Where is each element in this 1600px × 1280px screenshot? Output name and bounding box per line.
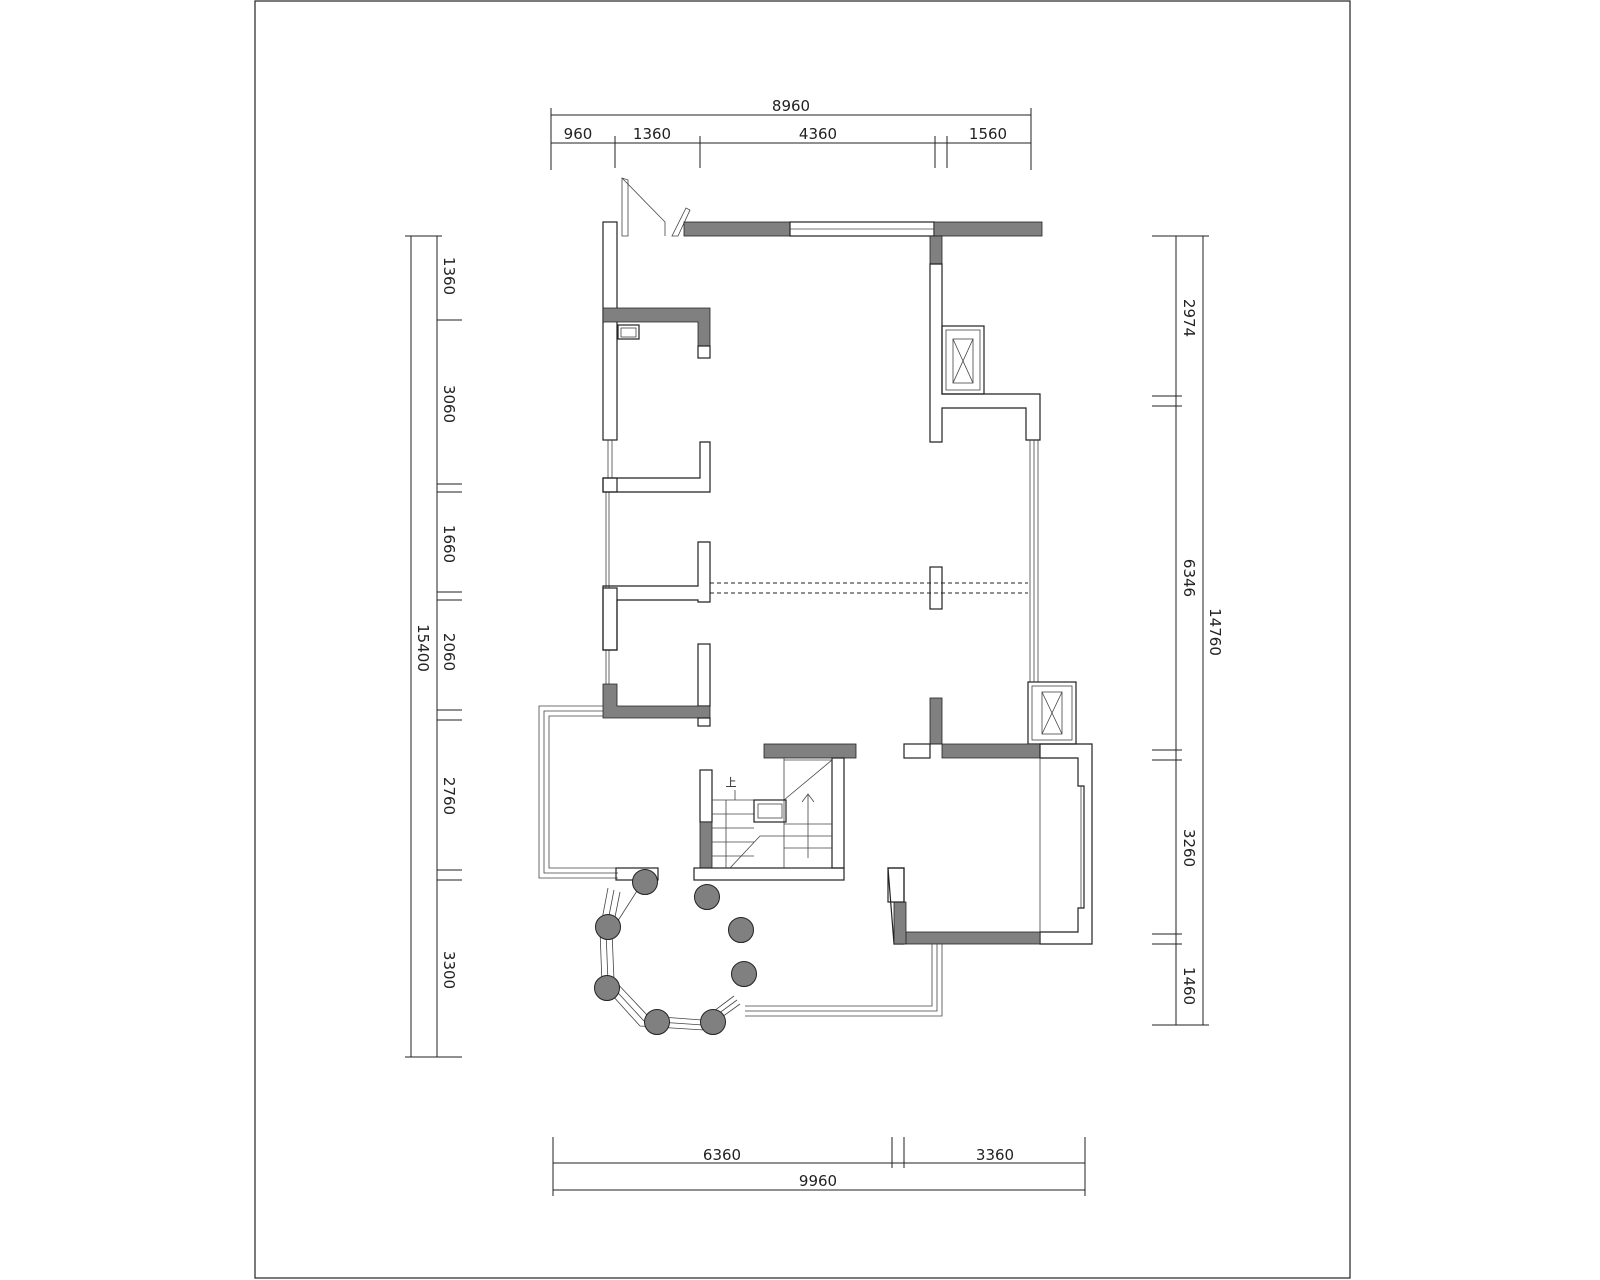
balcony-column-2 <box>694 884 720 910</box>
bottom-dimension-1: 6360 <box>703 1146 741 1164</box>
left-dimension-3: 1660 <box>440 525 458 563</box>
bottom-dimension-2: 3360 <box>976 1146 1014 1164</box>
balcony-column-6 <box>594 975 620 1001</box>
left-wall-upper <box>602 221 618 441</box>
sink-fixture <box>617 324 640 340</box>
staircase: 上 <box>693 743 857 881</box>
right-room-wall-bottom <box>893 931 1041 945</box>
right-dimension-4: 1460 <box>1180 967 1198 1005</box>
right-dimension-2: 6346 <box>1180 559 1198 597</box>
entry-door <box>621 177 691 237</box>
balcony-column-7 <box>644 1009 670 1035</box>
stair-up-label: 上 <box>726 776 737 789</box>
lower-left-corner-wall <box>602 683 711 719</box>
balcony-column-3 <box>595 914 621 940</box>
bottom-total-dimension: 9960 <box>799 1172 837 1190</box>
left-dimension-6: 3300 <box>440 951 458 989</box>
mid-left-wall-2 <box>602 541 711 651</box>
drawing-frame <box>254 0 1351 1279</box>
center-column <box>929 566 943 610</box>
top-total-dimension: 8960 <box>772 97 810 115</box>
left-dimension-1: 1360 <box>440 257 458 295</box>
top-dimension-3: 4360 <box>799 125 837 143</box>
balcony-column-1 <box>632 869 658 895</box>
top-dimension-chain: 8960 960 1360 4360 1560 <box>550 97 1032 170</box>
floor-plan: 上 <box>538 177 1093 1035</box>
lower-right-balcony-railing <box>745 944 943 1017</box>
left-dimension-4: 2060 <box>440 633 458 671</box>
right-core-wall <box>929 235 943 265</box>
mid-left-wall-1 <box>602 441 711 493</box>
lower-shaft <box>1027 681 1077 745</box>
left-dimension-2: 3060 <box>440 385 458 423</box>
left-balcony-railing <box>538 705 618 879</box>
balcony-column-8 <box>700 1009 726 1035</box>
bottom-dimension-chain: 6360 3360 9960 <box>552 1137 1086 1196</box>
top-dimension-2: 1360 <box>633 125 671 143</box>
right-dimension-1: 2974 <box>1180 299 1198 337</box>
right-dimension-chain: 14760 2974 6346 3260 1460 <box>1152 235 1224 1026</box>
left-dimension-5: 2760 <box>440 777 458 815</box>
right-total-dimension: 14760 <box>1206 608 1224 656</box>
right-room-bay-window <box>1039 743 1093 945</box>
left-total-dimension: 15400 <box>414 624 432 672</box>
upper-shaft <box>941 325 985 395</box>
balcony-column-5 <box>731 961 757 987</box>
left-dimension-chain: 15400 1360 3060 1660 2060 2760 3300 <box>405 235 462 1058</box>
top-wall-right <box>933 221 1043 237</box>
balcony-column-4 <box>728 917 754 943</box>
right-dimension-3: 3260 <box>1180 829 1198 867</box>
top-dimension-4: 1560 <box>969 125 1007 143</box>
top-wall-left <box>683 221 791 237</box>
upper-left-room-wall <box>602 307 711 347</box>
right-room-wall-left <box>929 697 943 745</box>
top-dimension-1: 960 <box>564 125 593 143</box>
